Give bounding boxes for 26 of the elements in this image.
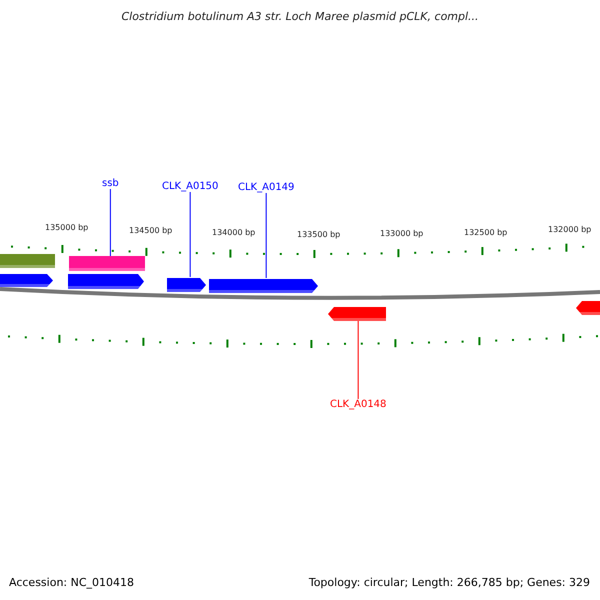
gene-label: CLK_A0150 — [162, 181, 218, 192]
gene-feature — [209, 278, 318, 292]
leader-line — [110, 188, 111, 256]
gene-feature — [68, 274, 144, 289]
gene-feature — [328, 306, 386, 320]
gene-feature — [0, 253, 55, 267]
leader-line — [358, 320, 359, 400]
accession-text: Accession: NC_010418 — [9, 576, 134, 589]
scale-label: 135000 bp — [45, 223, 88, 232]
scale-label: 132500 bp — [464, 228, 508, 237]
gene-feature — [167, 277, 206, 291]
gene-feature — [69, 256, 145, 271]
gene-label: ssb — [102, 178, 119, 189]
map-title: Clostridium botulinum A3 str. Loch Maree plasmid pCLK, compl... — [120, 10, 480, 23]
leader-line — [190, 192, 191, 278]
scale-label: 133500 bp — [297, 230, 340, 239]
scale-label: 134000 bp — [212, 228, 256, 237]
scale-label: 134500 bp — [129, 226, 172, 235]
topology-text: Topology: circular; Length: 266,785 bp; Genes: 329 — [308, 576, 590, 589]
gene-label: CLK_A0149 — [238, 182, 294, 193]
scale-label: 132000 bp — [548, 225, 592, 234]
scale-label: 133000 bp — [380, 229, 424, 238]
leader-line — [266, 192, 267, 278]
gene-label: CLK_A0148 — [330, 399, 386, 410]
gene-feature — [576, 300, 600, 314]
gene-feature — [0, 272, 53, 285]
